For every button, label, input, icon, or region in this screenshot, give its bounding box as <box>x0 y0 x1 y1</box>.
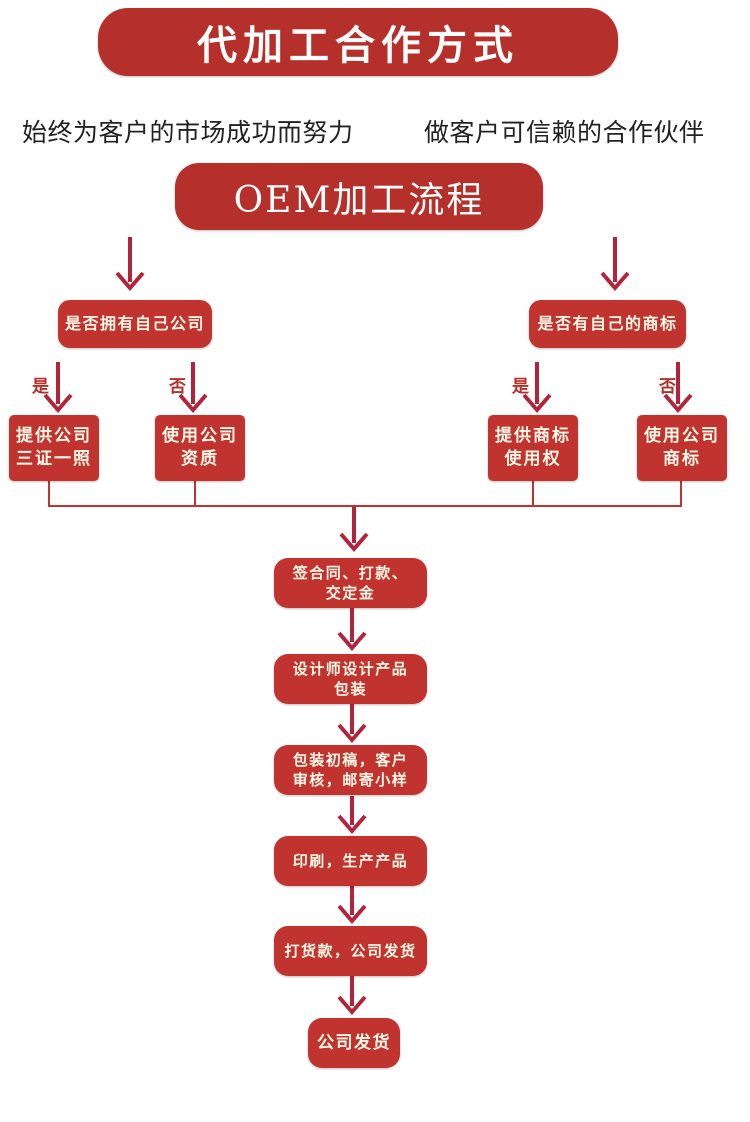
step-line: 审核，邮寄小样 <box>292 771 409 789</box>
leaf-line: 使用权 <box>504 449 562 469</box>
result-provide-company-license: 提供公司三证一照 <box>9 415 99 481</box>
step-contract-deposit: 签合同、打款、交定金 <box>274 558 427 608</box>
arrow-to-step-1 <box>339 506 369 553</box>
page-title: 代加工合作方式 <box>98 8 618 76</box>
arrow-right-no <box>663 362 693 414</box>
slogan-right: 做客户可信赖的合作伙伴 <box>424 118 705 147</box>
step-line: 设计师设计产品 <box>292 659 409 678</box>
arrow-to-step-4 <box>337 796 367 835</box>
leaf-line: 三证一照 <box>16 449 92 469</box>
step-line: 公司发货 <box>317 1032 391 1053</box>
leaf-line: 提供商标 <box>495 426 571 447</box>
decision-own-company: 是否拥有自己公司 <box>58 300 212 348</box>
arrow-right-yes <box>522 362 552 414</box>
arrow-left-no <box>178 362 208 414</box>
leaf-line: 使用公司 <box>162 426 238 447</box>
arrow-to-right-decision <box>600 237 630 292</box>
step-pay-ship: 打货款，公司发货 <box>274 926 427 976</box>
step-line: 交定金 <box>325 584 376 602</box>
decision-own-trademark: 是否有自己的商标 <box>529 300 686 348</box>
leaf-line: 使用公司 <box>644 426 720 447</box>
arrow-to-step-3 <box>337 704 367 744</box>
right-no-label: 否 <box>659 377 676 397</box>
step-line: 印刷，生产产品 <box>292 851 409 870</box>
result-provide-trademark-rights: 提供商标使用权 <box>488 415 578 481</box>
leaf-line: 资质 <box>181 449 219 469</box>
arrow-left-yes <box>43 362 73 414</box>
step-line: 包装初稿，客户 <box>292 750 409 769</box>
slogan-left: 始终为客户的市场成功而努力 <box>22 118 354 147</box>
step-print-produce: 印刷，生产产品 <box>274 836 427 886</box>
process-title: OEM加工流程 <box>175 163 543 230</box>
arrow-to-step-6 <box>337 976 367 1016</box>
right-yes-label: 是 <box>512 377 529 397</box>
arrow-to-step-5 <box>337 886 367 925</box>
arrow-to-step-2 <box>337 608 367 652</box>
step-line: 包装 <box>333 680 367 698</box>
result-use-company-trademark: 使用公司商标 <box>637 415 727 481</box>
left-yes-label: 是 <box>32 377 49 397</box>
step-design-packaging: 设计师设计产品包装 <box>274 654 427 704</box>
step-line: 打货款，公司发货 <box>284 941 417 960</box>
leaf-line: 提供公司 <box>16 426 92 447</box>
arrow-to-left-decision <box>115 237 145 292</box>
left-no-label: 否 <box>169 377 186 397</box>
result-use-company-qualification: 使用公司资质 <box>155 415 245 481</box>
leaf-line: 商标 <box>663 449 701 469</box>
step-line: 签合同、打款、 <box>292 563 409 582</box>
step-company-ship: 公司发货 <box>308 1018 400 1068</box>
step-draft-review-sample: 包装初稿，客户审核，邮寄小样 <box>274 745 427 795</box>
